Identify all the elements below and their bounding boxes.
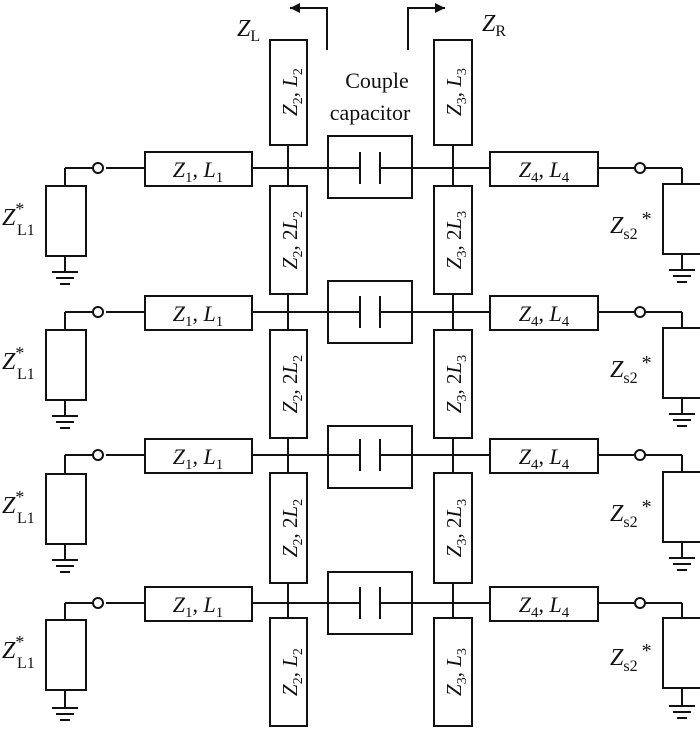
- z1-l1-element-2: [144, 295, 253, 331]
- z4-l4-element-4: [489, 586, 599, 622]
- right-ground-icon-1: [669, 269, 695, 283]
- right-terminal-2: [634, 306, 646, 318]
- right-load-label-3: Zs2*: [610, 496, 652, 531]
- z2-l2-element-bottom: [269, 617, 308, 727]
- right-load-label-2: Zs2*: [610, 352, 652, 387]
- left-terminal-1: [92, 162, 104, 174]
- z3-2l3-element-2: [433, 329, 473, 439]
- row-4: [64, 602, 683, 620]
- left-ground-icon-4: [52, 707, 78, 721]
- row-2: [64, 311, 683, 330]
- z3-l3-element-bottom: [433, 617, 473, 727]
- right-load-element-3: [662, 471, 700, 543]
- z2-l2-label-bottom: Z2, L2: [278, 648, 306, 696]
- z1-l1-label-2: Z1, L1: [173, 301, 224, 330]
- z3-2l3-label-2: Z3, 2L3: [442, 355, 470, 413]
- left-terminal-3: [92, 449, 104, 461]
- z4-l4-label-1: Z4, L4: [519, 157, 570, 186]
- right-ground-icon-2: [669, 413, 695, 427]
- couple-capacitor-box-3: [327, 425, 413, 489]
- left-ground-icon-1: [52, 271, 78, 285]
- right-load-element-2: [662, 327, 700, 399]
- z3-2l3-element-3: [433, 472, 473, 584]
- z4-l4-element-2: [489, 295, 599, 331]
- z2-2l2-label-2: Z2, 2L2: [278, 355, 306, 413]
- left-load-label-3: Z*L1: [2, 487, 35, 527]
- capacitor-symbol-4: [328, 587, 412, 619]
- left-load-element-4: [45, 619, 87, 691]
- z1-l1-label-4: Z1, L1: [173, 592, 224, 621]
- z3-2l3-label-1: Z3, 2L3: [442, 211, 470, 269]
- right-ground-icon-3: [669, 557, 695, 571]
- z3-2l3-element-1: [433, 185, 473, 295]
- z2-2l2-element-3: [269, 472, 308, 584]
- z1-l1-label-3: Z1, L1: [173, 444, 224, 473]
- z4-l4-label-3: Z4, L4: [519, 444, 570, 473]
- z2-2l2-element-1: [269, 185, 308, 295]
- z2-l2-element-top: [269, 39, 308, 146]
- right-load-element-4: [662, 617, 700, 689]
- z3-l3-element-top: [433, 39, 473, 146]
- right-load-element-1: [662, 183, 700, 255]
- z1-l1-element-4: [144, 586, 253, 622]
- z1-l1-label-1: Z1, L1: [173, 157, 224, 186]
- port-right-label: ZR: [482, 11, 506, 40]
- z4-l4-element-1: [489, 151, 599, 187]
- right-load-label-4: Zs2*: [610, 640, 652, 675]
- couple-capacitor-label-line2: capacitor: [330, 100, 411, 125]
- left-load-element-1: [45, 185, 87, 257]
- left-load-element-2: [45, 329, 87, 401]
- capacitor-symbol-1: [328, 152, 412, 184]
- left-ground-icon-3: [52, 559, 78, 573]
- left-load-element-3: [45, 473, 87, 545]
- z1-l1-element-1: [144, 151, 253, 187]
- right-terminal-4: [634, 597, 646, 609]
- row-1: [64, 167, 683, 186]
- z3-2l3-label-3: Z3, 2L3: [442, 499, 470, 557]
- capacitor-symbol-2: [328, 296, 412, 328]
- z2-2l2-label-1: Z2, 2L2: [278, 211, 306, 269]
- right-terminal-3: [634, 449, 646, 461]
- left-load-label-2: Z*L1: [2, 343, 35, 383]
- right-ground-icon-4: [669, 705, 695, 719]
- left-load-label-4: Z*L1: [2, 632, 35, 672]
- z4-l4-label-4: Z4, L4: [519, 592, 570, 621]
- capacitor-symbol-3: [328, 439, 412, 471]
- z3-l3-label-top: Z3, L3: [442, 68, 470, 116]
- z2-l2-label-top: Z2, L2: [278, 68, 306, 116]
- left-terminal-4: [92, 597, 104, 609]
- right-port-arrow: [407, 3, 445, 50]
- z2-2l2-label-3: Z2, 2L2: [278, 499, 306, 557]
- left-terminal-2: [92, 306, 104, 318]
- couple-capacitor-label-line1: Couple: [345, 68, 409, 93]
- left-port-arrow: [290, 3, 328, 50]
- z2-2l2-element-2: [269, 329, 308, 439]
- right-load-label-1: Zs2*: [610, 208, 652, 243]
- port-left-label: ZL: [237, 16, 260, 45]
- z4-l4-label-2: Z4, L4: [519, 301, 570, 330]
- left-load-label-1: Z*L1: [2, 199, 35, 239]
- left-ground-icon-2: [52, 415, 78, 429]
- z3-l3-label-bottom: Z3, L3: [442, 648, 470, 696]
- z4-l4-element-3: [489, 438, 599, 474]
- right-terminal-1: [634, 162, 646, 174]
- z1-l1-element-3: [144, 438, 253, 474]
